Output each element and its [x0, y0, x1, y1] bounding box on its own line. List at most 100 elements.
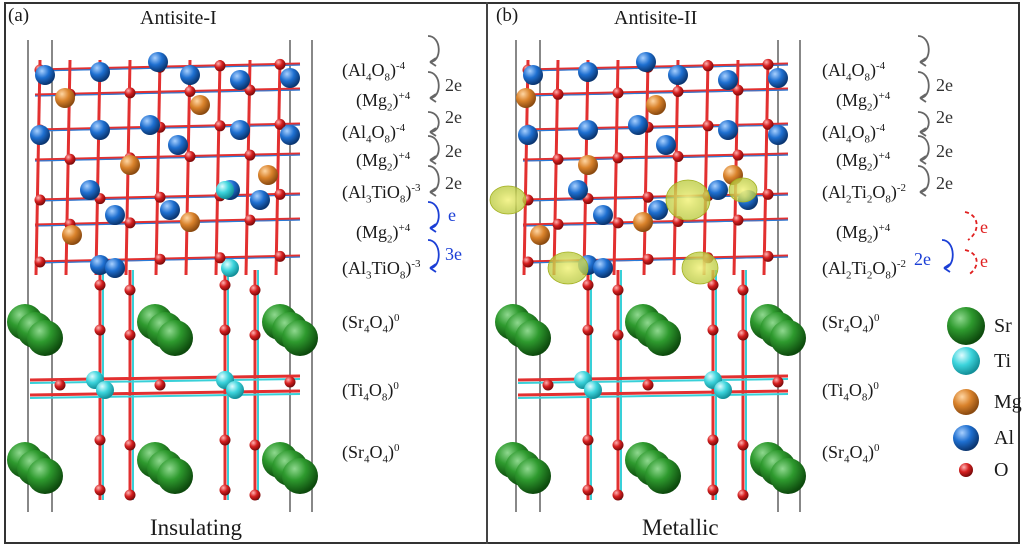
- oxygen-atom: [244, 214, 256, 226]
- oxygen-atom: [214, 60, 226, 72]
- bond: [29, 378, 301, 384]
- transfer-arrow-dashed: [964, 249, 978, 276]
- layer-formula: (Sr4O4)0: [822, 442, 880, 466]
- legend-mg-atom: [953, 389, 979, 415]
- oxygen-atom: [707, 434, 719, 446]
- oxygen-atom: [707, 279, 719, 291]
- bond: [34, 89, 301, 97]
- bond: [34, 217, 301, 227]
- panel-a-state: Insulating: [150, 515, 242, 540]
- bond: [34, 59, 42, 276]
- oxygen-atom: [552, 218, 564, 230]
- layer-formula: (Al2Ti2O8)-2: [822, 182, 907, 206]
- oxygen-atom: [249, 329, 261, 341]
- transfer-amount: 2e: [445, 75, 462, 95]
- aluminum-atom: [280, 68, 300, 88]
- bond: [522, 219, 789, 227]
- oxygen-atom: [219, 434, 231, 446]
- oxygen-atom: [54, 379, 66, 391]
- layer-formula: (Ti4O8)0: [342, 380, 399, 404]
- antisite-ii-structure: [489, 40, 806, 512]
- oxygen-atom: [612, 489, 624, 501]
- panel-a-title: Antisite-I: [140, 7, 217, 29]
- bond: [522, 89, 789, 97]
- oxygen-atom: [552, 153, 564, 165]
- layer-formula: (Mg2)+4: [836, 90, 891, 114]
- oxygen-atom: [642, 253, 654, 265]
- transfer-amount: 2e: [936, 75, 953, 95]
- aluminum-atom: [30, 125, 50, 145]
- oxygen-atom: [582, 324, 594, 336]
- bond: [522, 124, 789, 132]
- arrow-head: [919, 93, 927, 103]
- aluminum-atom: [148, 52, 168, 72]
- magnesium-atom: [190, 95, 210, 115]
- bond: [29, 389, 301, 397]
- aluminum-atom: [593, 205, 613, 225]
- titanium-atom: [221, 259, 239, 277]
- layer-formula: (Mg2)+4: [356, 150, 411, 174]
- aluminum-atom: [648, 200, 668, 220]
- oxygen-atom: [249, 489, 261, 501]
- bond: [522, 154, 789, 162]
- oxygen-atom: [772, 376, 784, 388]
- legend-label: Sr: [994, 315, 1012, 337]
- oxygen-atom: [184, 151, 196, 162]
- oxygen-atom: [274, 58, 286, 70]
- panel-b-state: Metallic: [642, 515, 719, 540]
- transfer-arrow-dashed: [964, 211, 978, 241]
- layer-formula: (Mg2)+4: [356, 90, 411, 114]
- charge-density-blob: [489, 185, 527, 215]
- oxygen-atom: [244, 84, 256, 96]
- transfer-amount: 2e: [936, 107, 953, 127]
- aluminum-atom: [180, 65, 200, 85]
- bond: [34, 254, 301, 264]
- oxygen-atom: [542, 379, 554, 391]
- layer-formula: (Al4O8)-4: [342, 122, 406, 146]
- layer-formula: (Sr4O4)0: [342, 442, 400, 466]
- layer-formula: (Mg2)+4: [356, 222, 411, 246]
- magnesium-atom: [578, 155, 598, 175]
- bond: [34, 62, 301, 72]
- aluminum-atom: [230, 120, 250, 140]
- transfer-amount: 2e: [445, 173, 462, 193]
- bond: [154, 59, 162, 276]
- arrow-head: [429, 93, 437, 103]
- oxygen-atom: [274, 118, 286, 130]
- arrow-head: [429, 223, 437, 233]
- magnesium-atom: [55, 88, 75, 108]
- aluminum-atom: [105, 205, 125, 225]
- layer-formula: (Al3TiO8)-3: [342, 258, 421, 282]
- oxygen-atom: [612, 152, 624, 164]
- arrow-head: [943, 263, 951, 273]
- titanium-atom: [714, 381, 732, 399]
- magnesium-atom: [530, 225, 550, 245]
- oxygen-atom: [737, 284, 749, 296]
- oxygen-atom: [274, 250, 286, 262]
- aluminum-atom: [280, 125, 300, 145]
- oxygen-atom: [582, 484, 594, 496]
- oxygen-atom: [219, 324, 231, 336]
- panel-b-label: (b): [496, 5, 519, 26]
- aluminum-atom: [768, 125, 788, 145]
- aluminum-atom: [160, 200, 180, 220]
- magnesium-atom: [180, 212, 200, 232]
- oxygen-atom: [94, 324, 106, 336]
- oxygen-atom: [732, 149, 744, 161]
- bond: [34, 219, 301, 227]
- layer-formula: (Sr4O4)0: [822, 312, 880, 336]
- oxygen-atom: [284, 376, 296, 388]
- oxygen-atom: [124, 329, 136, 341]
- layer-formula: (Sr4O4)0: [342, 312, 400, 336]
- layer-formula: (Al4O8)-4: [342, 60, 406, 84]
- bond: [34, 154, 301, 162]
- oxygen-atom: [124, 217, 136, 229]
- aluminum-atom: [230, 70, 250, 90]
- charge-density-blob: [547, 251, 589, 285]
- oxygen-atom: [612, 329, 624, 341]
- oxygen-atom: [552, 88, 564, 100]
- aluminum-atom: [656, 135, 676, 155]
- strontium-atom: [282, 458, 318, 494]
